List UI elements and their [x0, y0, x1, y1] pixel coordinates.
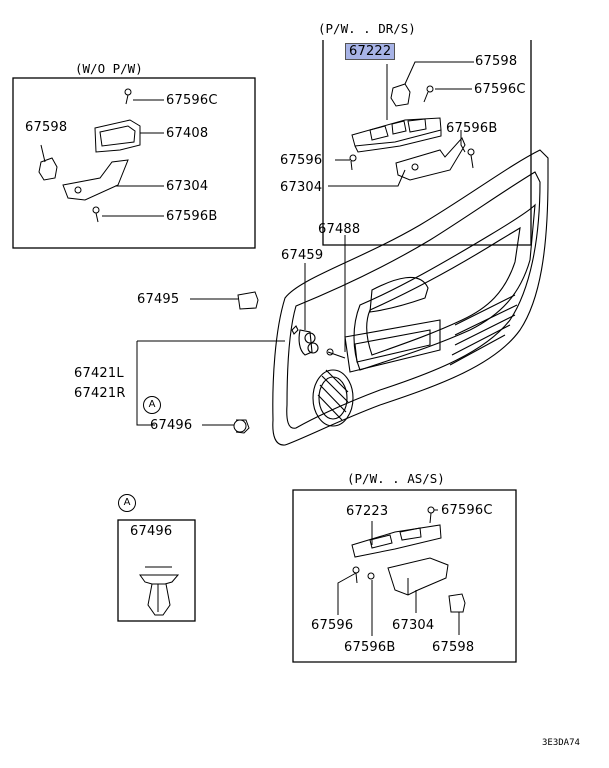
group-box-as-s: [292, 489, 517, 663]
part-label-67596b[interactable]: 67596B: [446, 121, 498, 136]
part-label-67598-wo[interactable]: 67598: [25, 120, 68, 135]
part-label-67304-wo[interactable]: 67304: [166, 179, 209, 194]
part-label-67496[interactable]: 67496: [150, 418, 193, 433]
detail-box-a: [117, 519, 196, 622]
part-label-67596c-as[interactable]: 67596C: [441, 503, 493, 518]
part-label-67596b-wo[interactable]: 67596B: [166, 209, 218, 224]
part-label-67596b-as[interactable]: 67596B: [344, 640, 396, 655]
part-label-67459[interactable]: 67459: [281, 248, 324, 263]
part-label-67496-detail[interactable]: 67496: [130, 524, 173, 539]
caption-dr-s: (P/W. . DR/S): [318, 21, 416, 36]
clip-67598-dr: [390, 83, 411, 107]
leader-lines: [40, 61, 474, 636]
clip-67598-wo: [38, 157, 58, 181]
part-label-67304-as[interactable]: 67304: [392, 618, 435, 633]
window-switch-as: [351, 524, 442, 558]
highlight-67222: 67222: [345, 43, 396, 60]
screw-67596c-as: [427, 506, 435, 524]
detail-marker-a: A: [118, 494, 136, 512]
switch-bezel-67408: [94, 119, 141, 153]
part-label-67408[interactable]: 67408: [166, 126, 209, 141]
clip-67496: [233, 419, 250, 434]
part-label-67596-as[interactable]: 67596: [311, 618, 354, 633]
part-label-67222-highlighted[interactable]: 67222: [345, 43, 396, 60]
screw-67596c-wo: [124, 88, 132, 105]
part-label-67488[interactable]: 67488: [318, 222, 361, 237]
part-label-67598[interactable]: 67598: [475, 54, 518, 69]
part-label-67421r[interactable]: 67421R: [74, 386, 126, 401]
window-switch-dr: [351, 117, 442, 153]
screw-67596c-dr: [423, 85, 434, 103]
part-label-67596c-wo[interactable]: 67596C: [166, 93, 218, 108]
clip-67496-detail: [139, 566, 180, 616]
group-box-wo-pw: [12, 77, 256, 249]
screw-67596b-as: [367, 572, 375, 580]
screw-67596b-wo: [92, 206, 100, 223]
screw-67596-dr: [349, 154, 357, 171]
part-label-67596[interactable]: 67596: [280, 153, 323, 168]
part-label-67596c[interactable]: 67596C: [474, 82, 526, 97]
screw-67488: [326, 348, 346, 359]
door-trim-panel: [272, 149, 549, 446]
screw-67596b-dr: [467, 148, 475, 169]
clip-67598-as: [448, 593, 466, 613]
part-label-67223[interactable]: 67223: [346, 504, 389, 519]
group-box-dr-s: [322, 40, 532, 246]
part-label-67495[interactable]: 67495: [137, 292, 180, 307]
screw-67596-as: [352, 566, 360, 584]
part-label-67421l[interactable]: 67421L: [74, 366, 124, 381]
caption-as-s: (P/W. . AS/S): [347, 471, 445, 486]
bracket-67304-as: [387, 557, 449, 596]
caption-wo-pw: (W/O P/W): [75, 61, 143, 76]
callout-marker-a: A: [143, 396, 161, 414]
part-label-67304[interactable]: 67304: [280, 180, 323, 195]
clip-67495: [237, 291, 259, 310]
diagram-code: 3E3DA74: [542, 738, 580, 748]
bracket-67304-wo: [62, 159, 129, 201]
part-label-67598-as[interactable]: 67598: [432, 640, 475, 655]
